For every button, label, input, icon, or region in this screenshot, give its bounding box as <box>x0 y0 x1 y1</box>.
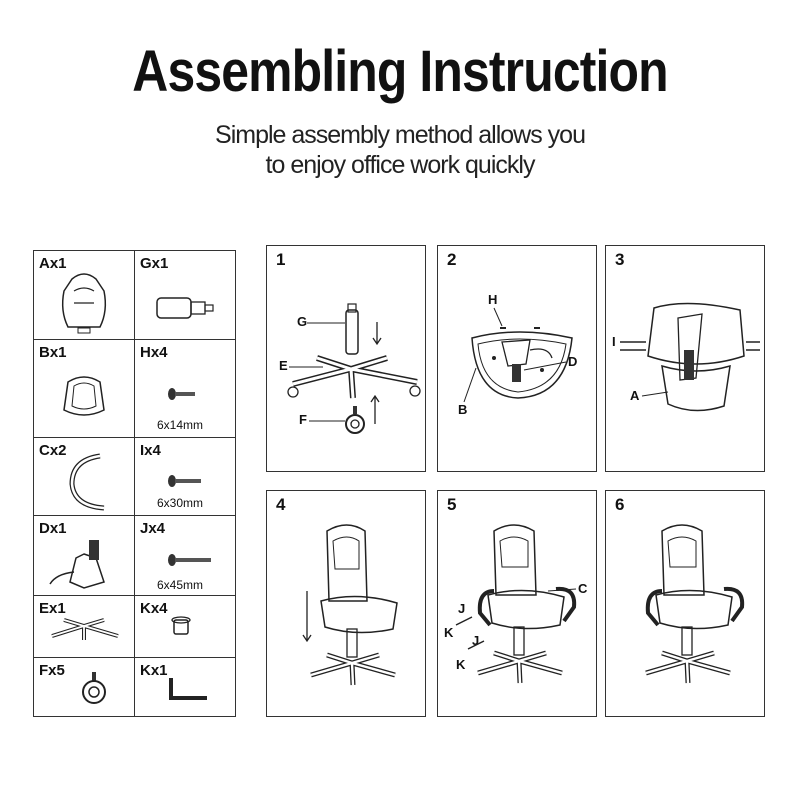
long-bolt-icon <box>168 554 211 566</box>
subtitle-line-1: Simple assembly method allows you <box>215 121 586 149</box>
part-cell-allen-key: Kx1 <box>135 658 236 716</box>
gas-lift-icon <box>156 297 214 319</box>
medium-bolt-icon <box>168 475 201 487</box>
part-cell-f: Fx5 <box>34 658 135 716</box>
part-cell-i: Ix4 6x30mm <box>135 438 236 516</box>
step-6-illustration <box>645 524 745 684</box>
step-number: 3 <box>615 250 625 269</box>
part-label: Fx5 <box>39 662 65 679</box>
step-5-panel: 5 C J K J K <box>437 490 597 717</box>
callout-k: K <box>456 657 466 672</box>
caster-wheel-icon <box>82 672 106 704</box>
part-label: Ax1 <box>39 255 67 272</box>
callout-e: E <box>279 358 288 373</box>
step-6-panel: 6 <box>605 490 765 717</box>
step-5-illustration: C J K J K <box>444 524 588 684</box>
armrest-icon <box>69 453 105 511</box>
part-cell-h: Hx4 6x14mm <box>135 340 236 438</box>
backrest-icon <box>61 273 107 334</box>
seat-cushion-icon <box>63 376 105 416</box>
callout-j: J <box>472 633 479 648</box>
part-size: 6x30mm <box>157 496 204 510</box>
part-label: Ex1 <box>39 600 66 617</box>
part-label: Hx4 <box>140 344 168 361</box>
part-label: Jx4 <box>140 520 166 537</box>
part-size: 6x45mm <box>157 578 204 592</box>
short-bolt-icon <box>168 388 195 400</box>
step-number: 1 <box>276 250 286 269</box>
step-number: 6 <box>615 495 625 514</box>
callout-f: F <box>299 412 307 427</box>
callout-j: J <box>458 601 465 616</box>
subtitle-line-2: to enjoy office work quickly <box>265 151 536 179</box>
step-number: 2 <box>447 250 457 269</box>
part-label: Bx1 <box>39 344 67 361</box>
part-cell-c: Cx2 <box>34 438 135 516</box>
part-cell-a: Ax1 <box>34 251 135 340</box>
washer-icon <box>171 616 191 635</box>
parts-list: Ax1 Gx1 Bx1 Hx4 6x14mm Cx2 <box>33 250 236 717</box>
part-cell-d: Dx1 <box>34 516 135 596</box>
part-label: Ix4 <box>140 442 161 459</box>
page-title: Assembling Instruction <box>132 39 668 104</box>
part-label: Gx1 <box>140 255 169 272</box>
callout-g: G <box>297 314 307 329</box>
callout-c: C <box>578 581 588 596</box>
callout-b: B <box>458 402 467 417</box>
part-label: Cx2 <box>39 442 67 459</box>
step-4-panel: 4 <box>266 490 426 717</box>
step-1-illustration: G E F <box>279 303 421 434</box>
part-cell-e: Ex1 <box>34 596 135 658</box>
base-icon <box>51 618 119 640</box>
step-4-illustration <box>302 524 398 686</box>
part-label: Kx1 <box>140 662 168 679</box>
part-cell-j: Jx4 6x45mm <box>135 516 236 596</box>
part-size: 6x14mm <box>157 418 204 432</box>
step-number: 4 <box>276 495 286 514</box>
part-cell-k: Kx4 <box>135 596 236 658</box>
callout-h: H <box>488 292 497 307</box>
callout-k: K <box>444 625 454 640</box>
callout-a: A <box>630 388 640 403</box>
step-2-panel: 2 H D B <box>437 245 597 472</box>
step-1-panel: 1 G E F <box>266 245 426 472</box>
step-3-illustration: I A <box>612 302 760 412</box>
part-label: Dx1 <box>39 520 67 537</box>
part-label: Kx4 <box>140 600 168 617</box>
step-2-illustration: H D B <box>458 292 577 417</box>
allen-key-icon <box>169 678 207 700</box>
mechanism-icon <box>49 540 105 589</box>
step-3-panel: 3 I A <box>605 245 765 472</box>
part-cell-g: Gx1 <box>135 251 236 340</box>
step-number: 5 <box>447 495 457 514</box>
callout-d: D <box>568 354 577 369</box>
callout-i: I <box>612 334 616 349</box>
part-cell-b: Bx1 <box>34 340 135 438</box>
